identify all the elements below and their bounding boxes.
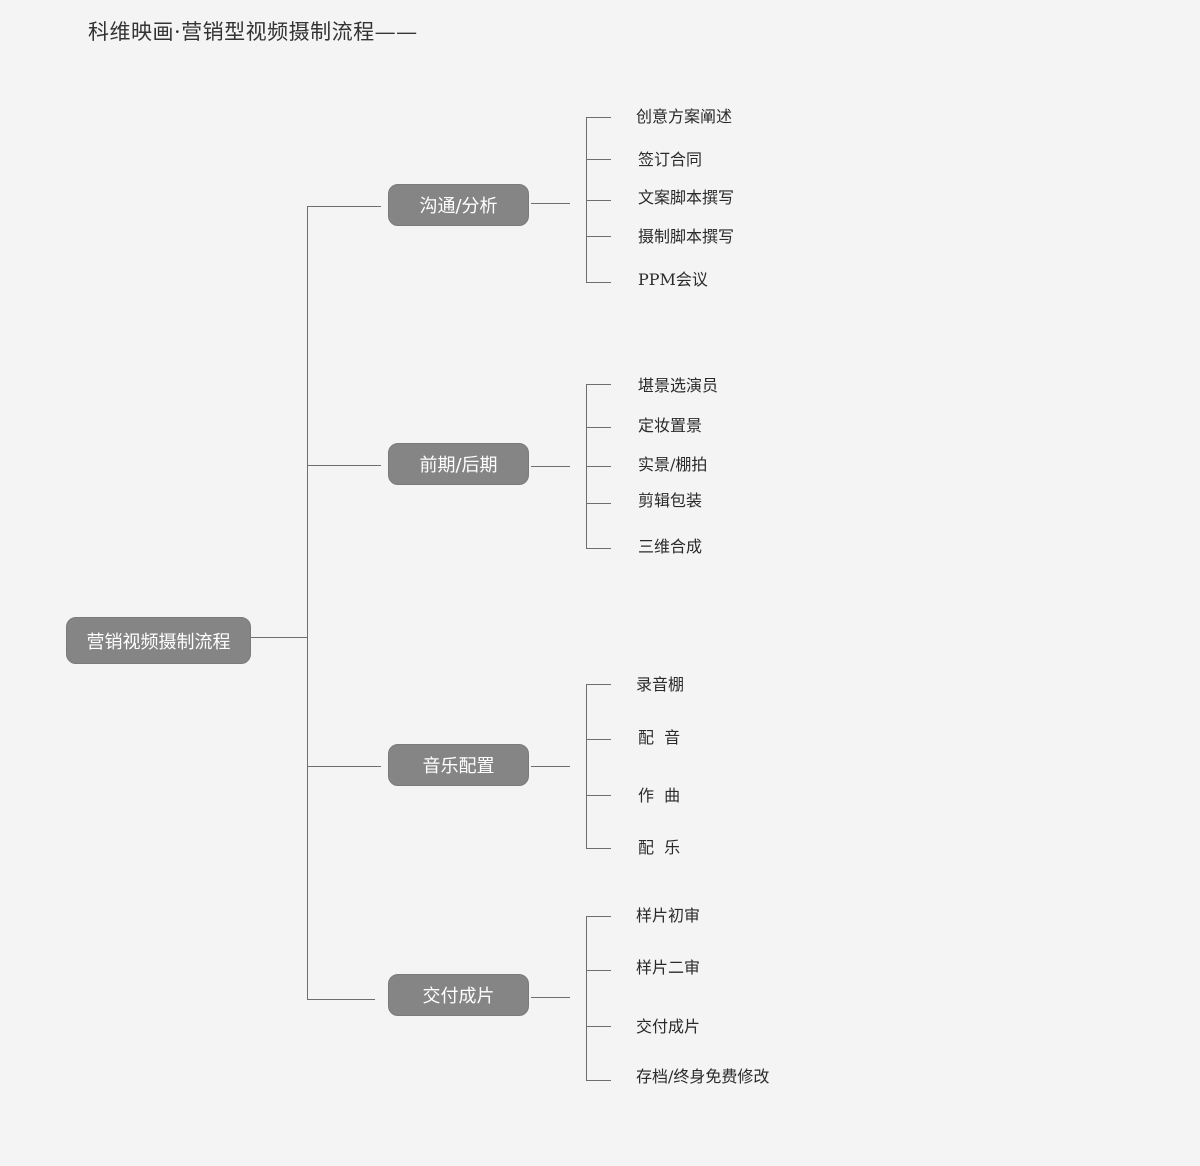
branch-1-tick — [586, 236, 611, 237]
trunk-line — [307, 206, 308, 1000]
branch-1-tick — [586, 117, 611, 118]
leaf-item: 配 乐 — [638, 838, 681, 857]
branch-2-tick — [586, 427, 611, 428]
leaf-item: 作 曲 — [638, 786, 681, 805]
leaf-item: 定妆置景 — [638, 416, 703, 435]
leaf-item: 录音棚 — [636, 675, 685, 694]
branch-2-tick — [586, 503, 611, 504]
branch-connector-3 — [307, 766, 381, 767]
branch-4-tick — [586, 1026, 611, 1027]
branch-connector-1 — [307, 206, 381, 207]
branch-4-tick — [586, 916, 611, 917]
root-node: 营销视频摄制流程 — [66, 617, 251, 664]
leaf-item: 样片二审 — [636, 958, 701, 977]
leaf-item: 样片初审 — [636, 906, 701, 925]
leaf-item: 文案脚本撰写 — [638, 188, 735, 207]
branch-3-out — [531, 766, 570, 767]
leaf-item: 配 音 — [638, 728, 681, 747]
leaf-item: 签订合同 — [638, 150, 703, 169]
leaf-item: 三维合成 — [638, 537, 703, 556]
branch-1-tick — [586, 200, 611, 201]
branch-2-tick — [586, 548, 611, 549]
diagram-title: 科维映画·营销型视频摄制流程—— — [88, 20, 418, 44]
branch-1-tick — [586, 282, 611, 283]
branch-2-tick — [586, 384, 611, 385]
branch-1-out — [531, 203, 570, 204]
leaf-item: 实景/棚拍 — [638, 455, 708, 474]
branch-2-tick — [586, 466, 611, 467]
root-connector — [251, 637, 308, 638]
branch-node-music: 音乐配置 — [388, 744, 529, 786]
branch-4-out — [531, 997, 570, 998]
branch-2-out — [531, 466, 570, 467]
branch-3-bracket — [586, 684, 587, 849]
leaf-item: 存档/终身免费修改 — [636, 1067, 770, 1086]
branch-node-production: 前期/后期 — [388, 443, 529, 485]
leaf-item: 创意方案阐述 — [636, 107, 733, 126]
leaf-item: 摄制脚本撰写 — [638, 227, 735, 246]
leaf-item: 堪景选演员 — [638, 376, 719, 395]
branch-3-tick — [586, 739, 611, 740]
branch-1-tick — [586, 159, 611, 160]
branch-3-tick — [586, 848, 611, 849]
branch-connector-2 — [307, 465, 381, 466]
branch-3-tick — [586, 795, 611, 796]
branch-4-bracket — [586, 916, 587, 1081]
leaf-item: 剪辑包装 — [638, 491, 703, 510]
leaf-item: 交付成片 — [636, 1017, 701, 1036]
branch-connector-4 — [307, 999, 375, 1000]
branch-4-tick — [586, 970, 611, 971]
branch-4-tick — [586, 1080, 611, 1081]
branch-node-communication: 沟通/分析 — [388, 184, 529, 226]
branch-node-delivery: 交付成片 — [388, 974, 529, 1016]
leaf-item: PPM会议 — [638, 270, 708, 289]
branch-3-tick — [586, 684, 611, 685]
